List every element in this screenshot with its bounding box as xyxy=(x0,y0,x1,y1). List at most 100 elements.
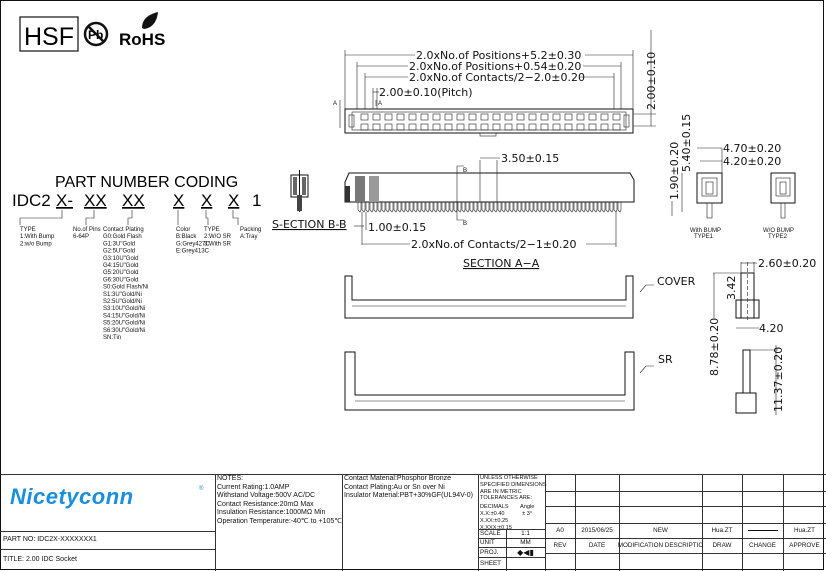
coding-legend-plating: Contact Plating xyxy=(103,227,144,233)
pin-cavity xyxy=(444,113,453,121)
coding-legend-plating: SN:Tin xyxy=(103,335,121,341)
contact-tail xyxy=(461,202,466,213)
svg-text:RoHS: RoHS xyxy=(119,30,165,49)
contact-tail xyxy=(597,202,602,213)
contact-tail xyxy=(449,202,454,213)
contact-tail xyxy=(553,202,558,213)
contact-tail xyxy=(617,202,622,213)
unit-label: UNIT xyxy=(480,539,495,546)
coding-legend-plating: G2:5U"Gold xyxy=(103,249,135,255)
pin-cavity xyxy=(480,123,489,131)
part-number: PART NO: IDC2X-XXXXXXX1 xyxy=(3,536,97,543)
svg-text:S-ECTION B-B: S-ECTION B-B xyxy=(272,218,347,231)
coding-legend-plating: S5:20U"Gold/Ni xyxy=(103,321,145,327)
coding-legend-plating: S1:3U"Gold/Ni xyxy=(103,292,142,298)
contact-tail xyxy=(437,202,442,213)
pin-cavity xyxy=(600,123,609,131)
coding-legend-type2: TYPE xyxy=(204,227,220,233)
header-row-cell: MODIFICATION DESCRIPTIO xyxy=(617,542,704,549)
coding-legend-color: Color xyxy=(176,227,190,233)
coding-field: XX xyxy=(122,191,145,210)
contact-tail xyxy=(369,202,374,213)
coding-legend-type: 2:w/o Bump xyxy=(20,241,52,247)
contact-tail xyxy=(477,202,482,213)
pin-cavity xyxy=(468,123,477,131)
svg-text:TYPE1: TYPE1 xyxy=(694,234,714,240)
contact-tail xyxy=(365,202,370,213)
pin-cavity xyxy=(516,113,525,121)
contact-tail xyxy=(381,202,386,213)
coding-legend-pins: 6-64P xyxy=(73,234,89,240)
svg-text:8.78±0.20: 8.78±0.20 xyxy=(708,318,721,376)
contact-tail xyxy=(417,202,422,213)
contact-tail xyxy=(549,202,554,213)
contact-tail xyxy=(425,202,430,213)
sr-part: SR xyxy=(344,351,673,411)
svg-text:1.90±0.20: 1.90±0.20 xyxy=(668,142,681,200)
contact-tail xyxy=(601,202,606,213)
registered-mark: ® xyxy=(199,486,204,492)
coding-legend-plating: G3:10U"Gold xyxy=(103,256,138,262)
contact-tail xyxy=(453,202,458,213)
contact-tail xyxy=(473,202,478,213)
coding-legend-plating: S6:30U"Gold/Ni xyxy=(103,328,145,334)
svg-text:SR: SR xyxy=(658,353,673,366)
coding-field: X xyxy=(201,191,212,210)
contact-tail xyxy=(433,202,438,213)
pin-cavity xyxy=(576,123,585,131)
coding-legend-plating: G0:Gold Flash xyxy=(103,234,142,240)
pin-cavity xyxy=(564,123,573,131)
header-row-cell: REV xyxy=(553,542,567,549)
contact-tail xyxy=(513,202,518,213)
contact-tail xyxy=(445,202,450,213)
pin-cavity xyxy=(492,113,501,121)
coding-legend-type: TYPE xyxy=(20,227,36,233)
section-marker-b: B xyxy=(463,168,467,174)
coding-legend-type2: 3:With SR xyxy=(204,241,232,247)
contact-tail xyxy=(609,202,614,213)
svg-text:2.0xNo.of Contacts/2−2.0±0.20: 2.0xNo.of Contacts/2−2.0±0.20 xyxy=(409,71,585,84)
pin-cavity xyxy=(372,123,381,131)
rohs-mark: RoHS xyxy=(119,12,165,49)
pin-cavity xyxy=(588,123,597,131)
unit-value: MM xyxy=(520,539,531,546)
cover-part: COVER xyxy=(344,275,696,319)
svg-text:COVER: COVER xyxy=(657,275,696,288)
pin-cavity xyxy=(420,113,429,121)
coding-legend-color: B:Black xyxy=(176,234,197,240)
svg-text:W/O BUMP: W/O BUMP xyxy=(763,228,794,234)
pin-cavity xyxy=(504,123,513,131)
contact-tail xyxy=(385,202,390,213)
svg-text:3.50±0.15: 3.50±0.15 xyxy=(501,152,559,165)
header-row-cell: DATE xyxy=(588,542,606,549)
pin-cavity xyxy=(360,113,369,121)
coding-legend-plating: S0:Gold Flash/Ni xyxy=(103,285,148,291)
svg-text:4.20: 4.20 xyxy=(759,322,784,335)
pin-cavity xyxy=(432,123,441,131)
pin-cavity xyxy=(540,123,549,131)
leaf-icon xyxy=(142,12,158,29)
pin-cavity xyxy=(504,113,513,121)
pin-cavity xyxy=(444,123,453,131)
svg-text:2.00±0.10(Pitch): 2.00±0.10(Pitch) xyxy=(379,86,473,99)
pin-cavity xyxy=(576,113,585,121)
svg-text:4.70±0.20: 4.70±0.20 xyxy=(723,142,781,155)
svg-text:2.0xNo.of Positions+5.2±0.30: 2.0xNo.of Positions+5.2±0.30 xyxy=(416,49,581,62)
svg-text:2.00±0.10: 2.00±0.10 xyxy=(645,52,658,110)
contact-tail xyxy=(517,202,522,213)
sheet-label: SHEET xyxy=(480,560,501,567)
contact-tail xyxy=(529,202,534,213)
contact-tail xyxy=(589,202,594,213)
svg-text:1.00±0.15: 1.00±0.15 xyxy=(368,221,426,234)
svg-text:SECTION A−A: SECTION A−A xyxy=(463,257,540,270)
projection-symbol-icon: ◆◀▮ xyxy=(517,547,534,557)
coding-legend-plating: G6:30U"Gold xyxy=(103,277,138,283)
pin-cavity xyxy=(420,123,429,131)
cover-side-view: 2.60±0.20 4.20 3.42 8.78±0.20 xyxy=(708,257,816,376)
